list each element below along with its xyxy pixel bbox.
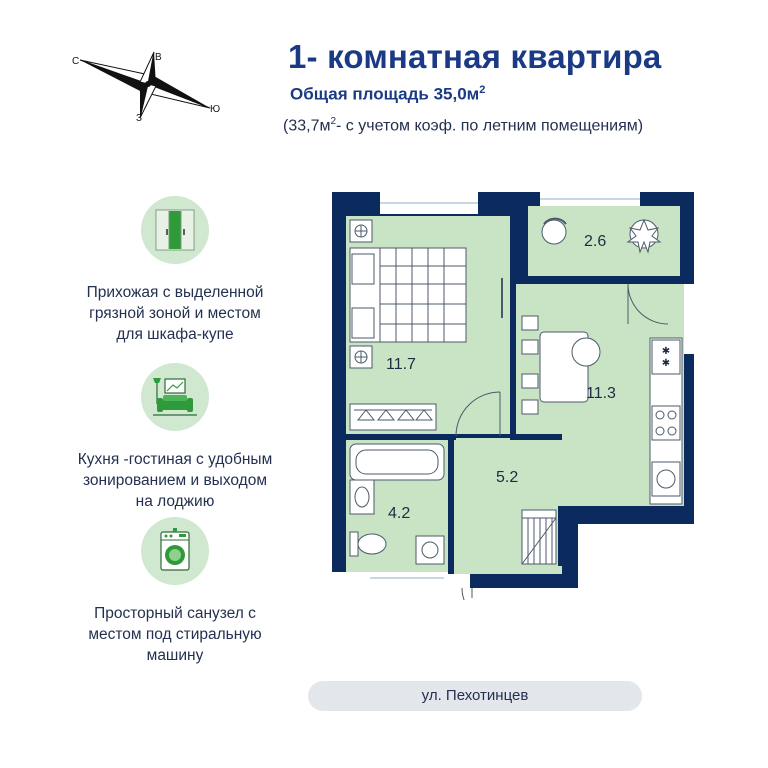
- hall-wardrobe-icon: [521, 509, 557, 565]
- windows: [370, 192, 694, 584]
- svg-text:✱: ✱: [662, 358, 670, 369]
- coef-suffix: - с учетом коэф. по летним помещениям): [336, 117, 644, 135]
- wardrobe-icon: [141, 196, 209, 264]
- compass-south-label: Ю: [210, 104, 220, 115]
- bathroom-area-label: 4.2: [388, 505, 410, 522]
- plant-icon: [626, 218, 662, 254]
- feature-bathroom-text: Просторный санузел с местом под стиральн…: [88, 605, 262, 664]
- feature-kitchen-living: Кухня -гостиная с удобным зонированием и…: [40, 363, 310, 512]
- nightstand-lamp-icon: [349, 219, 373, 369]
- coef-prefix: (33,7м: [283, 117, 331, 135]
- kitchen-counter-icon: ✱ ✱: [649, 337, 683, 505]
- total-area: Общая площадь 35,0м2: [290, 84, 485, 105]
- toilet-icon: [349, 531, 387, 557]
- bathtub-icon: [349, 443, 445, 481]
- kitchen-area-label: 11.3: [586, 385, 616, 402]
- loggia-chair-icon: [541, 217, 567, 245]
- kitchen-lower-wall: [562, 506, 694, 524]
- bed-icon: [349, 247, 467, 343]
- dining-table-icon: [521, 315, 601, 415]
- page-title: 1- комнатная квартира: [288, 38, 662, 75]
- living-room-icon: [141, 363, 209, 431]
- sink-icon: [349, 479, 375, 515]
- washing-machine-icon: [141, 517, 209, 585]
- compass-east-label: В: [155, 52, 162, 63]
- compass-needle: [79, 51, 211, 119]
- total-area-sup: 2: [479, 84, 486, 96]
- compass-rose: С В Ю З: [72, 51, 220, 124]
- feature-kitchen-living-text: Кухня -гостиная с удобным зонированием и…: [77, 451, 273, 510]
- coef-sup: 2: [330, 116, 337, 127]
- compass-north-label: С: [72, 56, 79, 67]
- washer-icon: [415, 535, 445, 565]
- loggia-area-label: 2.6: [584, 233, 606, 250]
- total-area-label: Общая площадь 35,0м: [290, 84, 480, 104]
- feature-hallway-text: Прихожая с выделенной грязной зоной и ме…: [86, 284, 264, 343]
- feature-bathroom: Просторный санузел с местом под стиральн…: [40, 517, 310, 666]
- svg-text:✱: ✱: [662, 346, 670, 357]
- street-label: ул. Пехотинцев: [308, 681, 642, 711]
- compass-west-label: З: [136, 113, 142, 124]
- feature-hallway: Прихожая с выделенной грязной зоной и ме…: [40, 196, 310, 345]
- hanger-rail-icon: [349, 403, 437, 431]
- bedroom-area-label: 11.7: [386, 356, 416, 373]
- floor-plan: ✱ ✱: [332, 192, 694, 600]
- door-swings: [455, 278, 669, 600]
- hallway-area-label: 5.2: [496, 469, 518, 486]
- interior-wall-1: [510, 206, 516, 436]
- coefficient-note: (33,7м2- с учетом коэф. по летним помеще…: [283, 116, 643, 135]
